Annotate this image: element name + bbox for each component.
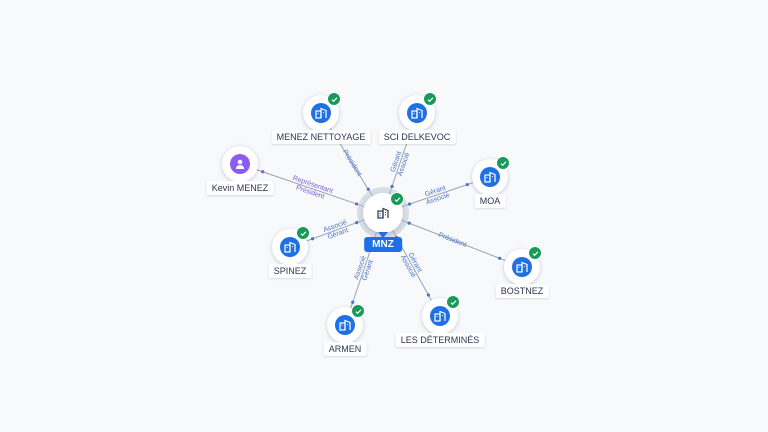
- node-circle[interactable]: [399, 92, 437, 131]
- node-circle[interactable]: [327, 304, 365, 343]
- center-pointer: [378, 232, 388, 238]
- edge-arrow: [390, 184, 394, 189]
- check-icon: [327, 92, 341, 106]
- edge-arrow: [354, 202, 359, 206]
- edge-label: Président: [341, 149, 363, 178]
- edge-arrow: [351, 300, 355, 304]
- check-icon: [390, 192, 404, 206]
- check-icon: [423, 92, 437, 106]
- node-label[interactable]: MENEZ NETTOYAGE: [271, 130, 371, 144]
- node-label[interactable]: BOSTNEZ: [495, 284, 549, 298]
- node-label[interactable]: Kevin MENEZ: [206, 181, 274, 195]
- edge-arrow: [407, 202, 412, 206]
- edge-arrow: [261, 170, 265, 174]
- node-circle[interactable]: [422, 295, 460, 334]
- node-circle[interactable]: [504, 246, 542, 285]
- building-icon: [371, 201, 395, 225]
- check-icon: [351, 304, 365, 318]
- check-icon: [446, 295, 460, 309]
- edge-arrow: [366, 187, 370, 191]
- node-circle[interactable]: [272, 226, 310, 265]
- building-icon: [430, 306, 450, 326]
- edge-label: Président: [437, 232, 467, 249]
- center-node-label[interactable]: MNZ: [364, 237, 402, 252]
- edge-arrow: [407, 221, 411, 225]
- building-icon: [407, 103, 427, 123]
- building-icon: [335, 315, 355, 335]
- center-node-circle[interactable]: [363, 192, 404, 233]
- edge-arrow: [498, 256, 502, 260]
- user-icon: [230, 154, 250, 174]
- building-icon: [512, 257, 532, 277]
- check-icon: [296, 226, 310, 240]
- edge-arrow: [465, 183, 469, 187]
- edge-arrow: [355, 221, 359, 225]
- check-icon: [496, 156, 510, 170]
- node-label[interactable]: MOA: [474, 194, 506, 208]
- node-label[interactable]: LES DÉTERMINÉS: [395, 333, 485, 347]
- node-label[interactable]: SPINEZ: [268, 264, 312, 278]
- edge-arrow: [310, 237, 315, 241]
- check-icon: [528, 246, 542, 260]
- node-label[interactable]: ARMEN: [323, 342, 367, 356]
- node-label[interactable]: SCI DELKEVOC: [378, 130, 456, 144]
- edge-arrow: [426, 293, 430, 297]
- node-circle[interactable]: [222, 146, 258, 182]
- node-circle[interactable]: [472, 156, 510, 195]
- building-icon: [480, 167, 500, 187]
- node-circle[interactable]: [303, 92, 341, 131]
- building-icon: [311, 103, 331, 123]
- building-icon: [280, 237, 300, 257]
